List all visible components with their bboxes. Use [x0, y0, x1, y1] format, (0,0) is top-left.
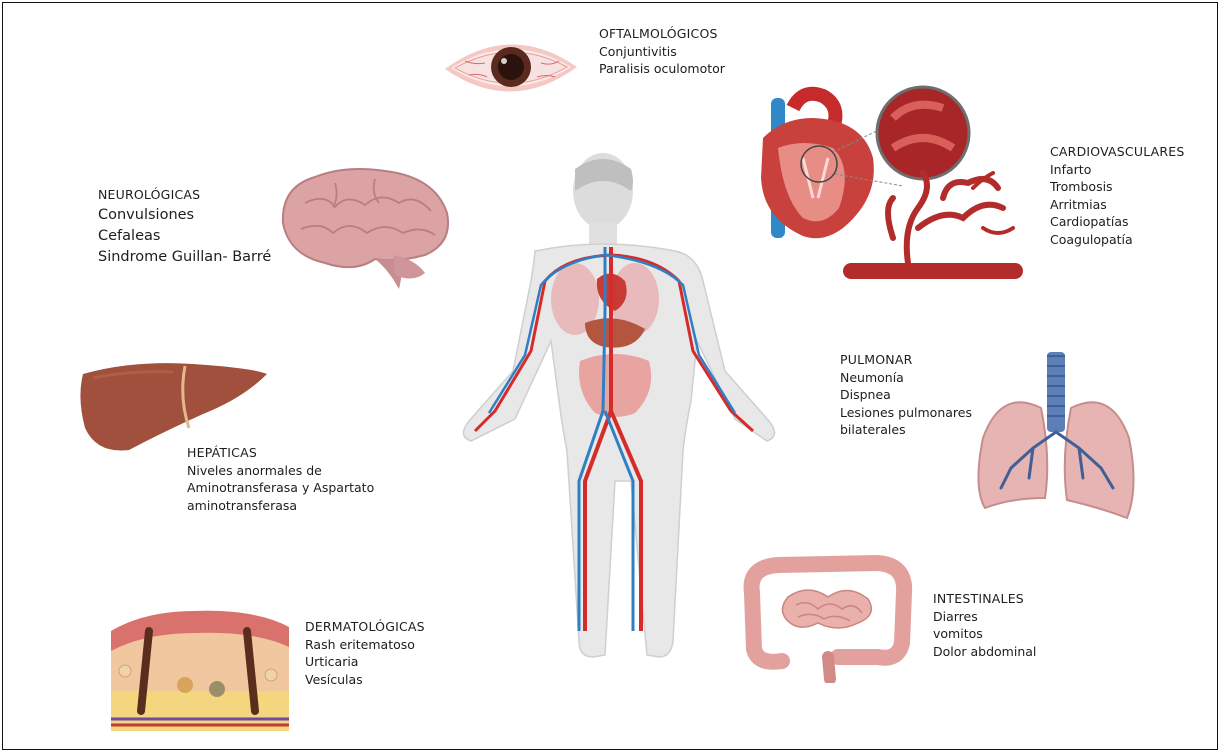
hepaticas-item: Niveles anormales de [187, 462, 374, 480]
dermatologicas-item: Vesículas [305, 671, 425, 689]
cardiovasculares-item: Trombosis [1050, 178, 1185, 196]
pulmonar-title: PULMONAR [840, 351, 972, 369]
pulmonar-block: PULMONAR Neumonía Dispnea Lesiones pulmo… [840, 351, 972, 439]
dermatologicas-block: DERMATOLÓGICAS Rash eritematoso Urticari… [305, 618, 425, 688]
dermatologicas-item: Urticaria [305, 653, 425, 671]
neurologicas-title: NEUROLÓGICAS [98, 185, 271, 205]
neurologicas-item: Sindrome Guillan- Barré [98, 247, 271, 268]
hepaticas-item: aminotransferasa [187, 497, 374, 515]
intestinales-item: vomitos [933, 625, 1036, 643]
oftalmologicos-item: Conjuntivitis [599, 43, 725, 61]
dermatologicas-item: Rash eritematoso [305, 636, 425, 654]
pulmonar-item: Dispnea [840, 386, 972, 404]
oftalmologicos-item: Paralisis oculomotor [599, 60, 725, 78]
cardiovasculares-item: Cardiopatías [1050, 213, 1185, 231]
oftalmologicos-title: OFTALMOLÓGICOS [599, 25, 725, 43]
neurologicas-item: Cefaleas [98, 226, 271, 247]
intestinales-title: INTESTINALES [933, 590, 1036, 608]
intestinales-item: Dolor abdominal [933, 643, 1036, 661]
cardiovasculares-block: CARDIOVASCULARES Infarto Trombosis Arrit… [1050, 143, 1185, 248]
cardiovasculares-item: Arritmias [1050, 196, 1185, 214]
neurologicas-block: NEUROLÓGICAS Convulsiones Cefaleas Sindr… [98, 185, 271, 268]
liver-illustration [73, 358, 273, 458]
cardiovasculares-title: CARDIOVASCULARES [1050, 143, 1185, 161]
oftalmologicos-block: OFTALMOLÓGICOS Conjuntivitis Paralisis o… [599, 25, 725, 78]
pulmonar-item: Neumonía [840, 369, 972, 387]
intestines-illustration [738, 553, 918, 683]
hepaticas-title: HEPÁTICAS [187, 444, 374, 462]
intestinales-block: INTESTINALES Diarres vomitos Dolor abdom… [933, 590, 1036, 660]
pulmonar-item: Lesiones pulmonares [840, 404, 972, 422]
brain-illustration [275, 163, 455, 293]
pulmonar-item: bilaterales [840, 421, 972, 439]
hepaticas-block: HEPÁTICAS Niveles anormales de Aminotran… [187, 444, 374, 514]
cardiovasculares-item: Infarto [1050, 161, 1185, 179]
dermatologicas-title: DERMATOLÓGICAS [305, 618, 425, 636]
eye-illustration [441, 31, 581, 101]
cardiovasculares-item: Coagulopatía [1050, 231, 1185, 249]
neurologicas-item: Convulsiones [98, 205, 271, 226]
lungs-illustration [971, 348, 1141, 523]
hepaticas-item: Aminotransferasa y Aspartato [187, 479, 374, 497]
skin-illustration [105, 591, 295, 741]
intestinales-item: Diarres [933, 608, 1036, 626]
